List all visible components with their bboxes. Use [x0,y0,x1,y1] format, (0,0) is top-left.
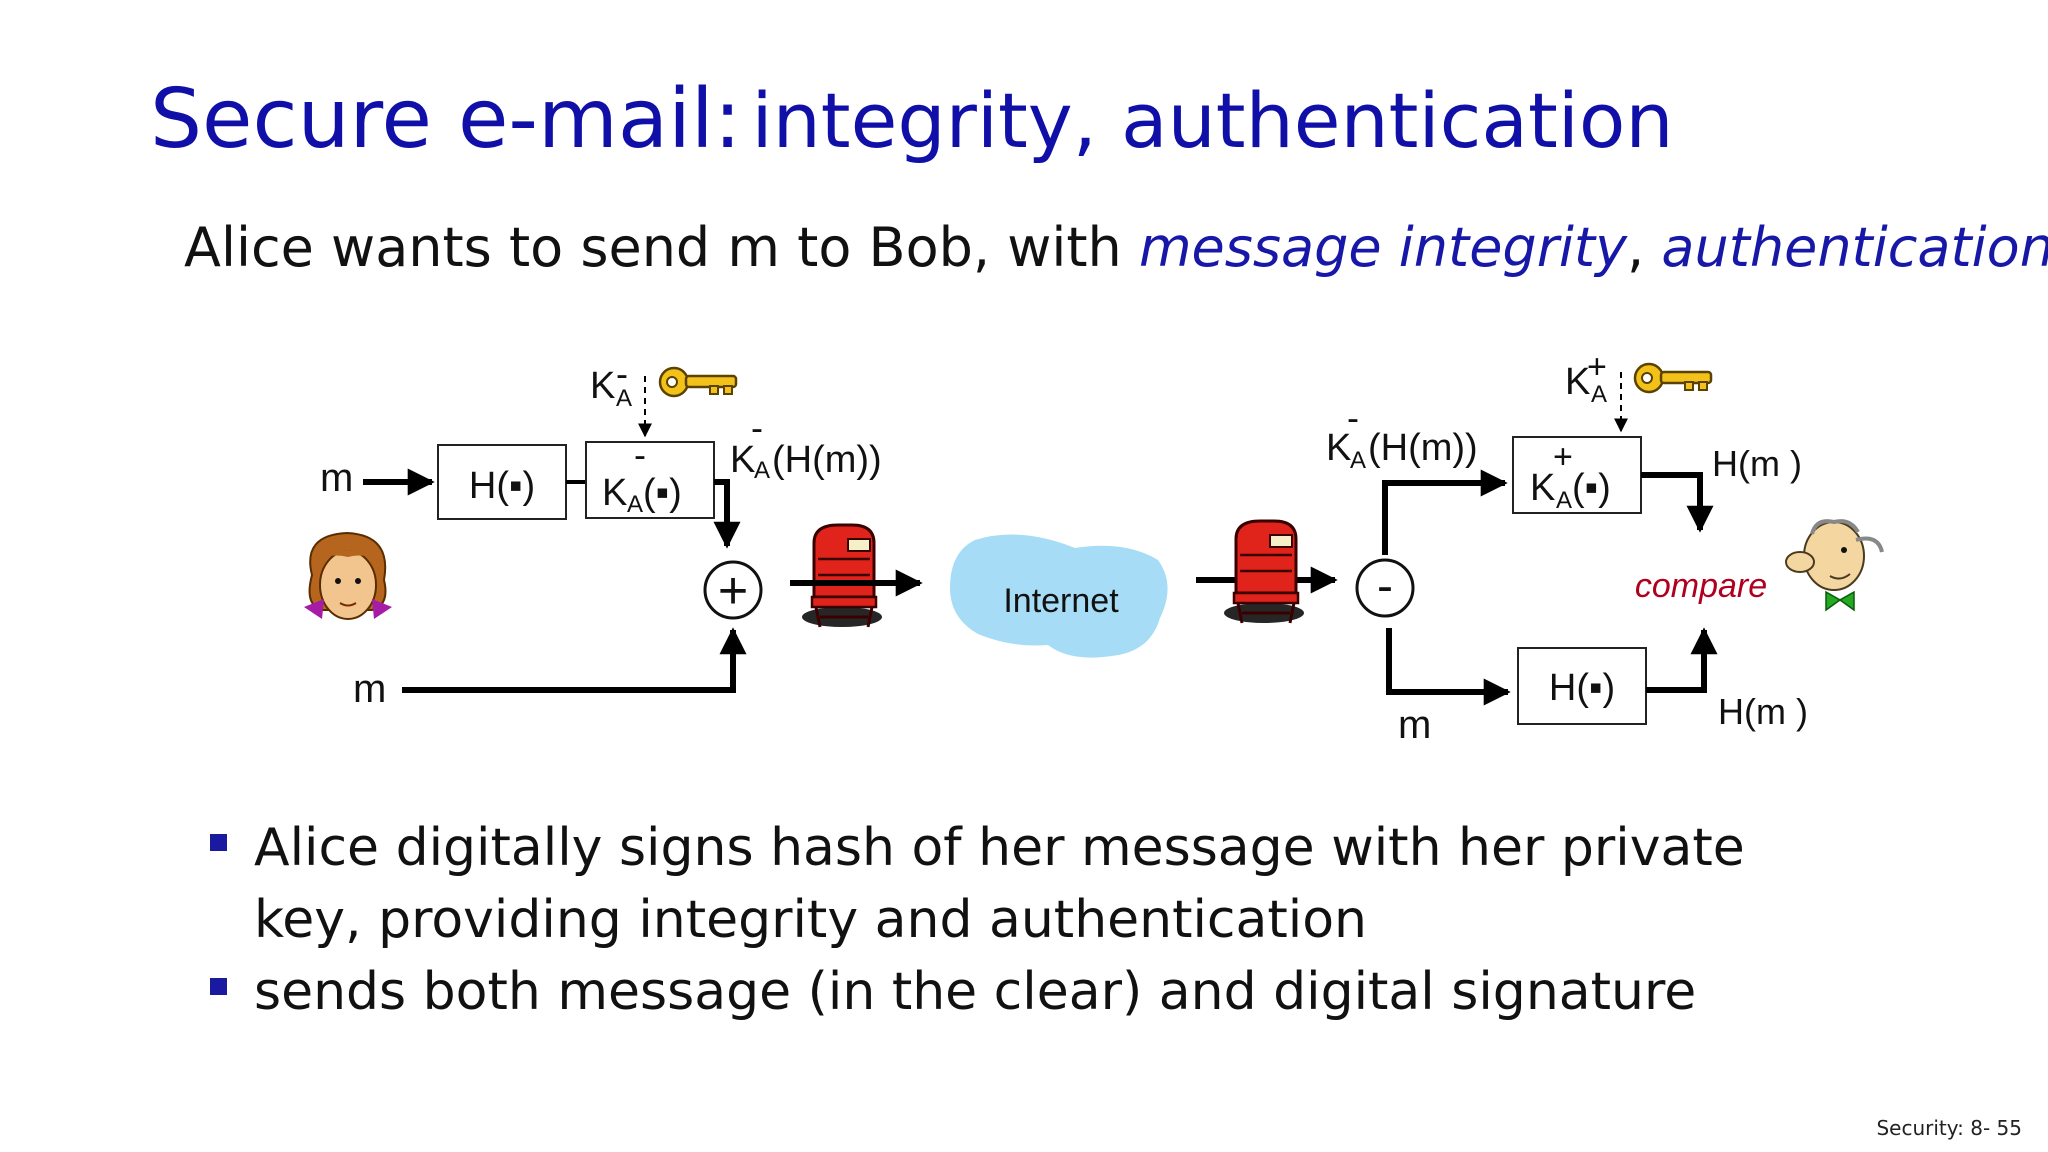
m-receiver-label: m [1398,703,1431,747]
public-key-icon [1633,362,1713,394]
combine-symbol: + [718,562,748,620]
recv-signed-hash-minus: - [1347,397,1359,438]
signed-hash-label-k: K [730,439,755,481]
subtitle-integrity: message integrity [1138,216,1628,279]
slide-title: Secure e-mail: integrity, authentication [150,72,1674,167]
internet-label: Internet [1003,582,1119,620]
private-key-icon [658,366,738,398]
hm-upper-label: H(m ) [1712,443,1802,484]
public-key-box [1512,436,1642,514]
bob-avatar [1785,519,1884,612]
internet-cloud [950,534,1168,658]
m-input-bottom: m [353,667,386,711]
private-key-box-arg: (▪) [643,472,682,514]
recv-signed-hash-sub: A [1350,447,1366,474]
public-key-box-arg: (▪) [1572,467,1611,509]
title-main: Secure e-mail: [150,72,742,167]
bullet-marker [210,978,227,995]
slide-footer: Security: 8- 55 [1876,1116,2022,1140]
private-key-label-minus: - [616,353,628,394]
bullet-list: Alice digitally signs hash of her messag… [210,812,1830,1028]
arrow-key-to-combine [713,479,741,549]
arrow-split-to-hash [1386,628,1511,706]
bullet-text-2: sends both message (in the clear) and di… [254,962,1697,1022]
public-key-box-k: K [1530,467,1555,509]
subtitle-prefix: Alice wants to send m to Bob, with [184,216,1139,279]
signed-hash-label-suffix: (H(m)) [772,439,882,481]
private-key-box-minus: - [634,434,646,475]
bullet-item-1: Alice digitally signs hash of her messag… [210,812,1830,956]
public-key-label-k: K [1565,361,1590,403]
arrow-pubkey-to-compare [1641,472,1714,533]
bullet-marker [210,834,227,851]
split-symbol: - [1377,560,1393,613]
public-key-box-sub: A [1556,487,1572,514]
combine-circle [703,560,763,620]
private-key-label-k: K [590,365,615,407]
public-key-box-plus: + [1553,438,1573,476]
hash-box-alice [437,444,567,520]
signed-hash-label-minus: - [751,407,763,448]
private-key-box-k: K [602,472,627,514]
private-key-label-sub: A [616,385,632,412]
bullet-text-1: Alice digitally signs hash of her messag… [254,818,1745,950]
public-key-label-sub: A [1591,381,1607,408]
arrow-m-to-combine [402,627,747,693]
recv-signed-hash-k: K [1326,427,1351,469]
subtitle-authentication: authentication [1661,216,2048,279]
arrow-split-to-pubkey [1382,469,1508,555]
title-rest: integrity, authentication [751,76,1674,165]
hash-box-alice-label: H(▪) [469,465,535,507]
recv-signed-hash-suffix: (H(m)) [1368,427,1478,469]
arrow-hash-to-compare [1646,627,1718,693]
mailbox-icon-sender [800,523,884,629]
signed-hash-label-sub: A [754,457,770,484]
subtitle-sep: , [1627,216,1662,279]
mailbox-icon-receiver [1222,519,1306,625]
private-key-box-sub: A [627,491,643,518]
compare-label: compare [1635,567,1767,605]
split-circle [1355,558,1415,618]
bullet-item-2: sends both message (in the clear) and di… [210,956,1830,1028]
hash-box-bob [1517,647,1647,725]
alice-avatar [304,531,392,620]
public-key-label-plus: + [1587,348,1607,386]
slide-subtitle: Alice wants to send m to Bob, with messa… [184,216,2048,279]
m-input-top: m [320,456,353,500]
hash-box-bob-label: H(▪) [1549,667,1615,709]
hm-lower-label: H(m ) [1718,691,1808,732]
